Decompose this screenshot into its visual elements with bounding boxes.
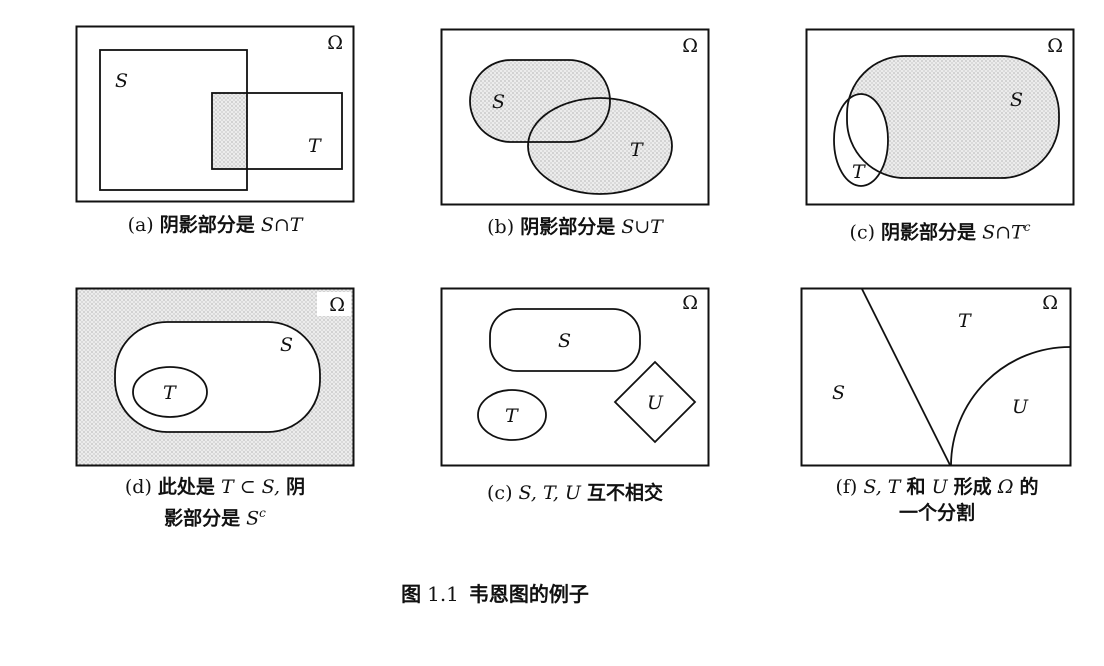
set-t-shape (527, 97, 673, 195)
venn-diagram-c: S T Ω (805, 28, 1075, 206)
caption-c-text: 阴影部分是 (881, 221, 977, 244)
set-u-label: U (647, 392, 664, 414)
caption-f-formula-3: Ω (997, 476, 1014, 498)
set-s-label: S (115, 70, 128, 92)
caption-e-formula: S, T, U (518, 482, 581, 504)
venn-diagram-d: S T Ω (75, 287, 355, 467)
set-t-shaded-fill (528, 98, 672, 194)
caption-e-text: 互不相交 (586, 482, 663, 504)
set-s-shaded-fill (847, 56, 1059, 178)
venn-panel-e: S T U Ω (440, 287, 710, 467)
venn-panel-a: S T Ω (75, 25, 355, 203)
caption-e: (c) S, T, U 互不相交 (430, 480, 720, 506)
caption-d-text-3: 影部分是 (164, 507, 241, 530)
venn-diagram-a: S T Ω (75, 25, 355, 203)
set-s-shape (489, 308, 641, 372)
caption-b: (b) 阴影部分是 S∪T (440, 214, 710, 240)
venn-panel-c: S T Ω (805, 28, 1075, 206)
omega-label: Ω (1047, 35, 1063, 57)
caption-b-formula: S∪T (621, 216, 663, 238)
set-u-label: U (1012, 396, 1029, 418)
caption-a: (a) 阴影部分是 S∩T (75, 212, 355, 238)
partition-line (861, 288, 951, 466)
caption-c-formula-sup: c (1023, 220, 1031, 234)
caption-f-line2: 一个分割 (898, 502, 975, 524)
partition-curve (950, 346, 1071, 466)
caption-d-text-2: 阴 (286, 476, 306, 498)
caption-f-index: (f) (835, 476, 858, 498)
caption-f-text-2: 形成 (953, 476, 992, 498)
omega-label: Ω (682, 35, 698, 57)
caption-d: (d) 此处是 T ⊂ S, 阴 影部分是 Sc (85, 474, 345, 531)
caption-d-formula-1: T ⊂ S, (220, 476, 281, 498)
caption-e-index: (c) (487, 482, 513, 504)
caption-f-text-3: 的 (1019, 476, 1039, 498)
sample-space-border (440, 287, 710, 467)
caption-d-index: (d) (124, 476, 152, 498)
figure-caption-title: 韦恩图的例子 (468, 582, 589, 606)
caption-f-formula-1: S, T (863, 476, 901, 498)
venn-diagram-e: S T U Ω (440, 287, 710, 467)
set-s-label: S (558, 330, 571, 352)
caption-f-formula-2: U (931, 476, 948, 498)
set-s-label: S (832, 382, 845, 404)
set-t-shape (477, 389, 547, 441)
caption-a-index: (a) (127, 214, 154, 236)
figure-caption-prefix: 图 (401, 582, 422, 606)
caption-d-text-1: 此处是 (157, 476, 215, 498)
caption-b-text: 阴影部分是 (520, 216, 616, 238)
caption-c: (c) 阴影部分是 S∩Tc (805, 214, 1075, 245)
omega-label: Ω (1042, 292, 1058, 314)
caption-c-index: (c) (849, 221, 875, 244)
caption-d-formula-2: S (246, 507, 260, 530)
set-s-label: S (1010, 89, 1023, 111)
venn-panel-d: S T Ω (75, 287, 355, 467)
set-t-label: T (308, 135, 322, 157)
set-s-shape (469, 59, 611, 143)
caption-f: (f) S, T 和 U 形成 Ω 的 一个分割 (792, 474, 1082, 526)
venn-panel-f: S T U Ω (800, 287, 1072, 467)
omega-label: Ω (327, 32, 343, 54)
omega-label-backing (317, 292, 351, 316)
set-u-shape (613, 360, 697, 444)
caption-a-formula: S∩T (260, 214, 303, 236)
caption-a-text: 阴影部分是 (159, 214, 255, 236)
omega-label: Ω (682, 292, 698, 314)
set-t-label: T (958, 310, 972, 332)
venn-panel-b: S T Ω (440, 28, 710, 206)
caption-b-index: (b) (487, 216, 515, 238)
omega-label: Ω (329, 294, 345, 316)
shaded-intersection-region (212, 93, 247, 169)
caption-f-text-1: 和 (906, 476, 926, 498)
caption-c-formula: S∩T (982, 221, 1024, 244)
venn-diagram-b: S T Ω (440, 28, 710, 206)
set-s-label: S (492, 91, 505, 113)
set-t-label: T (852, 161, 866, 183)
figure-caption-number: 1.1 (427, 582, 459, 606)
caption-d-formula-sup: c (259, 506, 266, 520)
set-t-label: T (505, 405, 519, 427)
set-s-shape (99, 49, 248, 191)
set-t-label: T (630, 139, 644, 161)
set-t-shape (132, 366, 208, 418)
set-s-shape (846, 55, 1060, 179)
set-t-label: T (163, 382, 177, 404)
set-s-label: S (280, 334, 293, 356)
set-t-shape (211, 92, 343, 170)
venn-diagram-f: S T U Ω (800, 287, 1072, 467)
